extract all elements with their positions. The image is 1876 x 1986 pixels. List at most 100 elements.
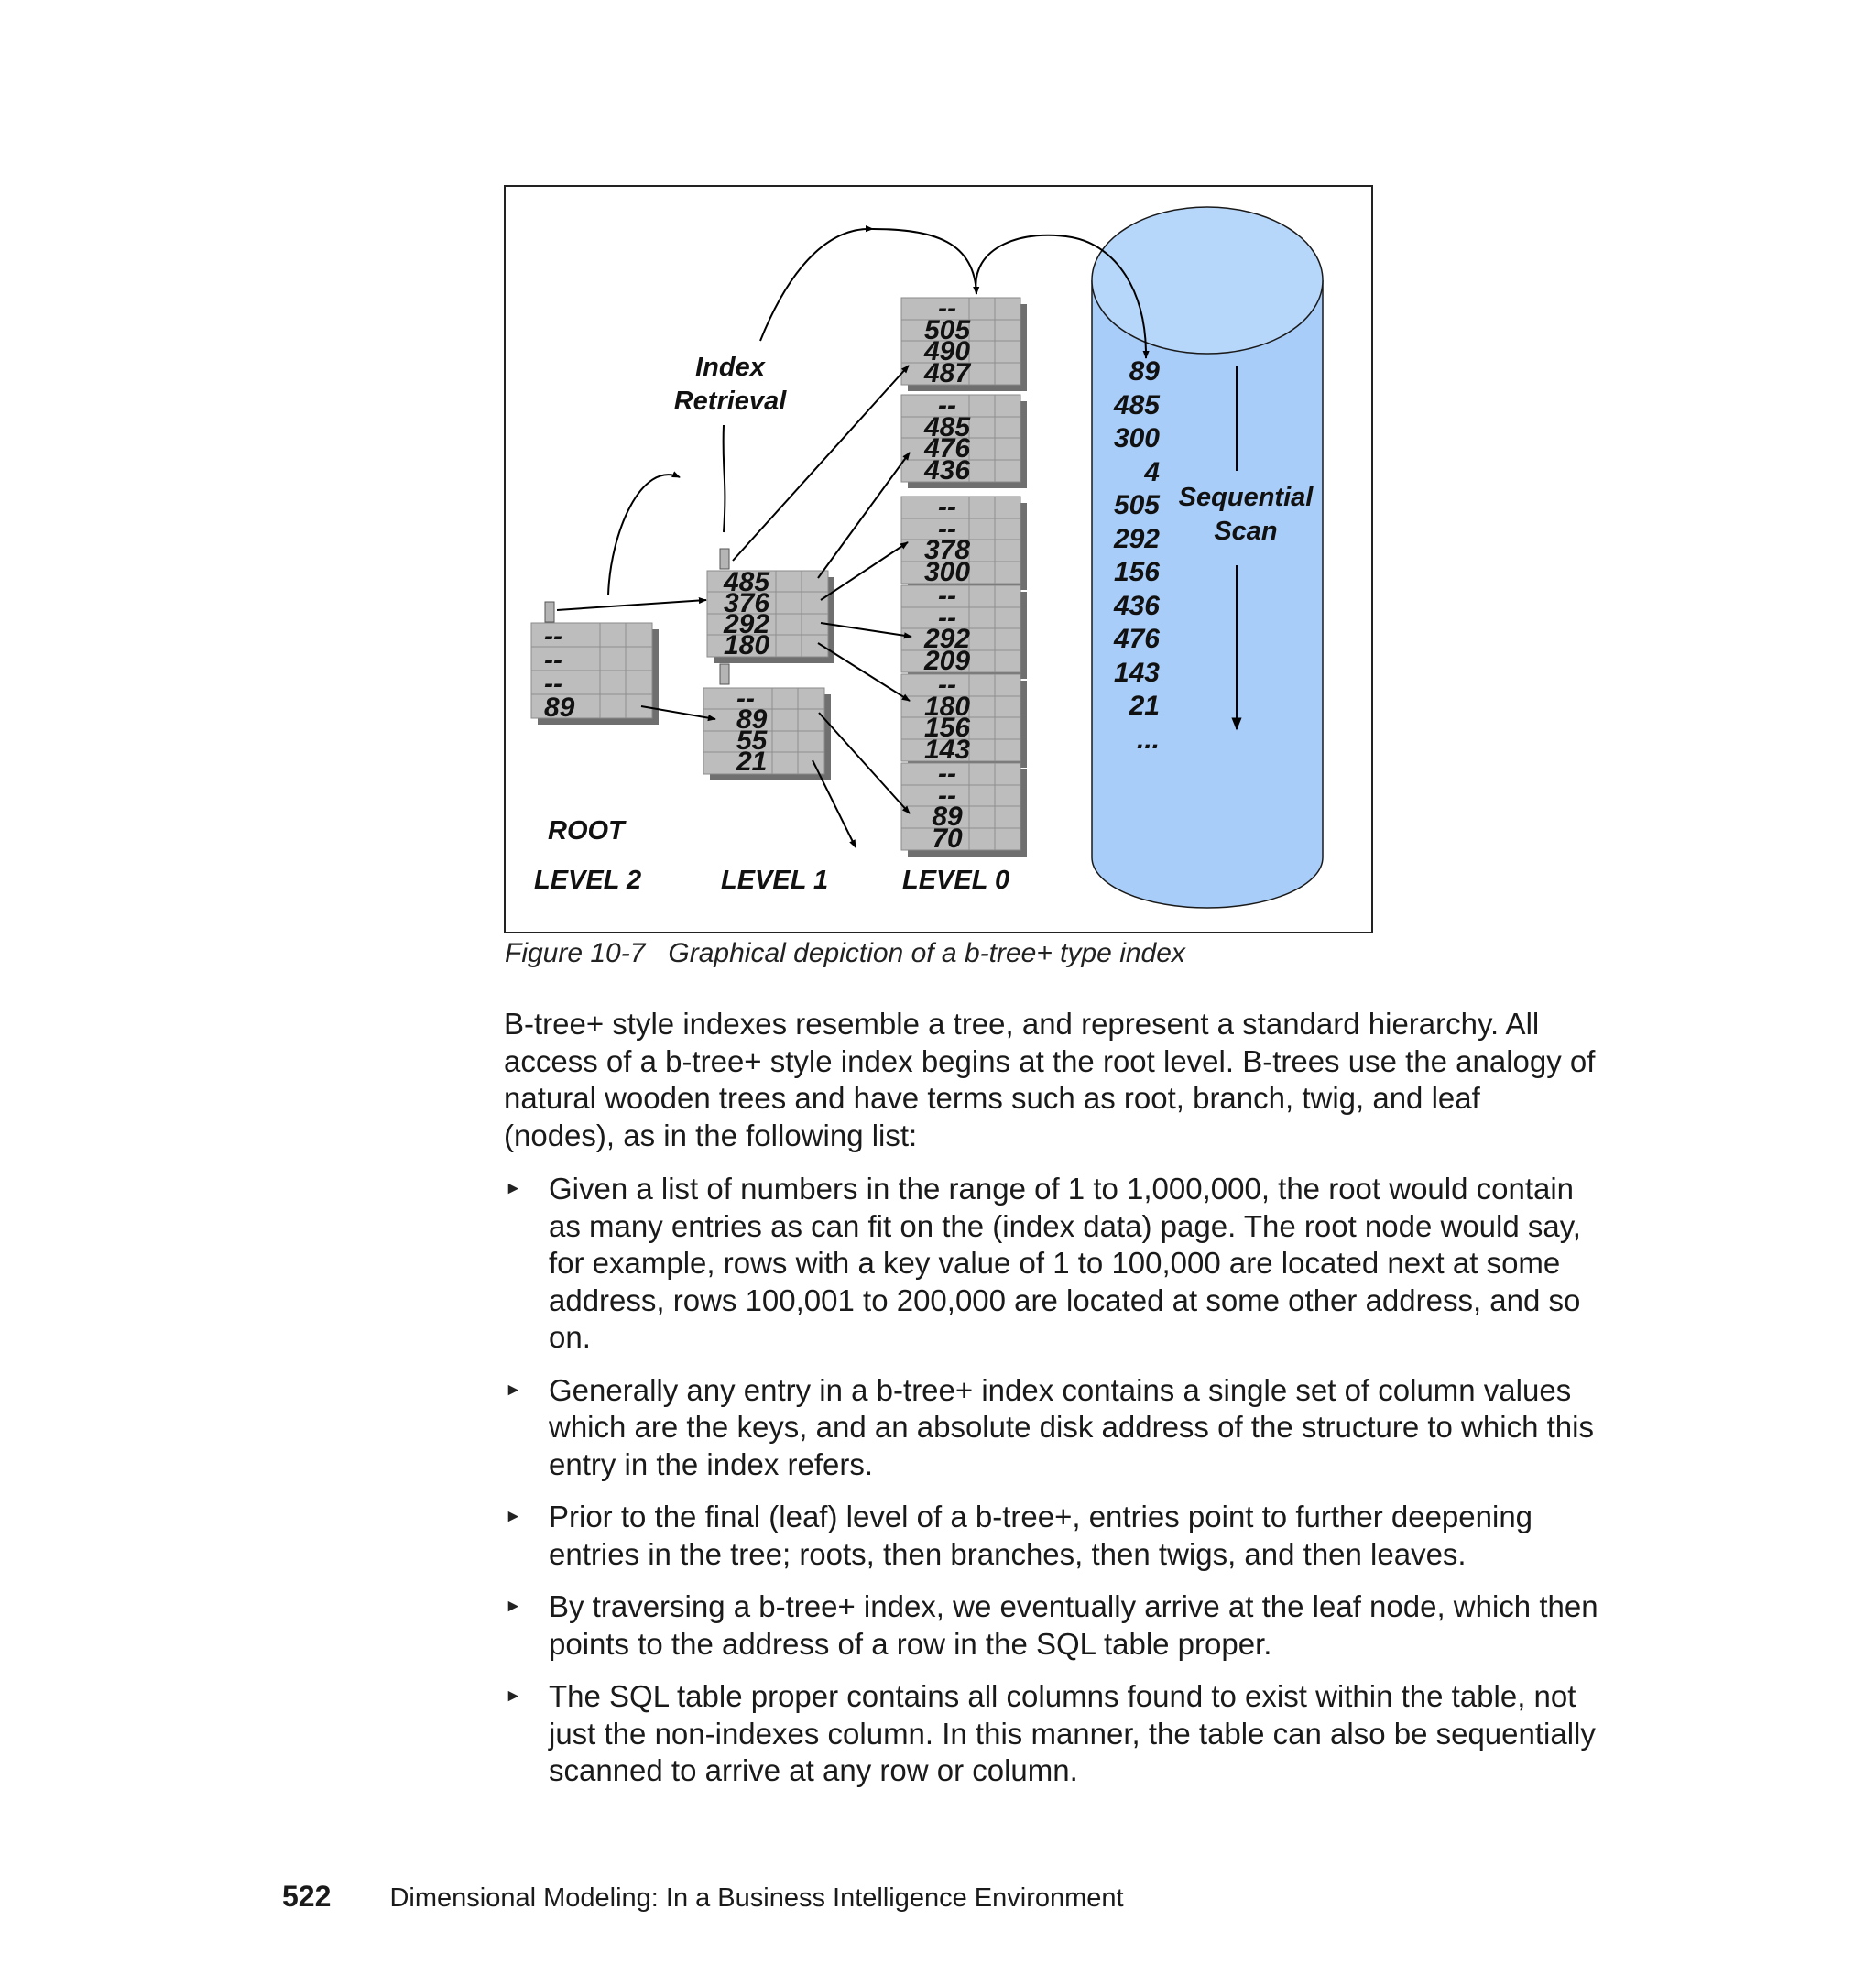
level-label: LEVEL 1 [721, 866, 828, 895]
node-key: -- [938, 492, 956, 522]
level0-node: -- 180 156 143 [900, 670, 1027, 768]
node-key: -- [938, 390, 956, 420]
bullet-arrow-icon: ► [505, 1597, 522, 1616]
node-key: 378 [924, 535, 970, 565]
cylinder-body [1091, 280, 1324, 909]
table-value: 4 [1143, 457, 1160, 487]
node-key: 180 [924, 692, 970, 722]
level-label: LEVEL 0 [902, 866, 1009, 895]
node-key: -- [544, 669, 562, 699]
level0-node: -- -- 378 300 [900, 492, 1027, 590]
root-node: -- -- -- 89 [530, 601, 659, 725]
node-key: -- [938, 293, 956, 323]
level1-node: 485 376 292 180 [706, 548, 834, 663]
list-item: ► Generally any entry in a b-tree+ index… [504, 1372, 1598, 1484]
level0-node: -- 505 490 487 [900, 293, 1027, 391]
table-value: 505 [1114, 490, 1161, 520]
node-key: 89 [544, 693, 575, 723]
table-value: 143 [1114, 658, 1160, 688]
node-tab [719, 548, 730, 570]
node-key: -- [544, 621, 562, 651]
list-item-text: Given a list of numbers in the range of … [549, 1172, 1581, 1354]
curved-arrow [607, 471, 681, 596]
node-key: -- [544, 645, 562, 675]
list-item-text: The SQL table proper contains all column… [549, 1679, 1596, 1787]
node-key: -- [938, 603, 956, 633]
node-key: 487 [923, 358, 971, 388]
page-number: 522 [282, 1880, 332, 1913]
node-key: 292 [923, 624, 970, 654]
level0-node: -- -- 89 70 [900, 758, 1027, 857]
node-key: -- [736, 683, 755, 714]
table-value: 485 [1113, 390, 1161, 420]
node-key: 505 [924, 315, 971, 345]
node-key: 70 [932, 824, 963, 854]
node-key: 476 [923, 433, 970, 464]
node-key: 156 [924, 713, 970, 743]
node-key: 180 [724, 630, 769, 660]
sequential-scan-label: Scan [1214, 517, 1277, 546]
node-key: -- [938, 780, 956, 811]
index-retrieval-label: Retrieval [674, 387, 787, 416]
curved-line [722, 424, 726, 533]
node-key: 485 [723, 567, 770, 597]
arrow [732, 365, 910, 562]
node-key: -- [938, 514, 956, 544]
node-key: 292 [723, 609, 769, 639]
node-key: -- [938, 581, 956, 611]
bullet-list: ► Given a list of numbers in the range o… [504, 1171, 1598, 1806]
node-key: 209 [923, 646, 970, 676]
list-item-text: Generally any entry in a b-tree+ index c… [549, 1372, 1594, 1481]
node-key: -- [938, 758, 956, 789]
node-key: 89 [736, 704, 768, 735]
arrow [817, 452, 911, 579]
bullet-arrow-icon: ► [505, 1686, 522, 1706]
intro-paragraph: B-tree+ style indexes resemble a tree, a… [504, 1007, 1596, 1152]
level1-node: -- 89 55 21 [703, 663, 831, 780]
bullet-arrow-icon: ► [505, 1380, 522, 1400]
book-title: Dimensional Modeling: In a Business Inte… [389, 1883, 1124, 1913]
sequential-scan: Sequential Scan [1179, 366, 1314, 731]
bullet-arrow-icon: ► [505, 1179, 522, 1198]
node-key: 436 [923, 455, 970, 486]
table-value: 300 [1114, 423, 1160, 453]
level-label: LEVEL 2 [534, 866, 641, 895]
node-tab [719, 663, 730, 685]
curved-arrow [872, 228, 980, 295]
node-key: 300 [924, 557, 970, 587]
figure-caption: Figure 10-7 Graphical depiction of a b-t… [505, 938, 1185, 968]
table-value: 156 [1114, 557, 1160, 587]
arrow [820, 541, 909, 601]
list-item-text: By traversing a b-tree+ index, we eventu… [549, 1589, 1598, 1661]
list-item: ► Given a list of numbers in the range o… [504, 1171, 1598, 1357]
arrow [812, 759, 856, 848]
node-tab [544, 601, 555, 623]
list-item: ► The SQL table proper contains all colu… [504, 1678, 1598, 1790]
arrow [556, 596, 707, 611]
node-key: 143 [924, 735, 970, 765]
page-footer: 522 Dimensional Modeling: In a Business … [282, 1880, 1124, 1914]
table-value: 292 [1113, 524, 1160, 554]
arrow [820, 622, 912, 639]
node-key: 21 [736, 747, 767, 777]
btree-figure: 89 485 300 4 505 292 156 436 476 143 21 … [504, 185, 1374, 934]
list-item: ► Prior to the final (leaf) level of a b… [504, 1499, 1598, 1573]
node-key: 485 [923, 412, 971, 442]
table-value: 89 [1129, 356, 1161, 387]
node-key: 55 [736, 726, 769, 756]
list-item-text: Prior to the final (leaf) level of a b-t… [549, 1500, 1533, 1571]
table-cylinder [1091, 206, 1324, 909]
table-value: 436 [1113, 591, 1160, 621]
node-key: 89 [932, 802, 963, 832]
pointer-arrows [556, 365, 912, 848]
node-key: -- [938, 670, 956, 700]
table-values: 89 485 300 4 505 292 156 436 476 143 21 … [1113, 356, 1161, 755]
btree-diagram: 89 485 300 4 505 292 156 436 476 143 21 … [504, 185, 1373, 933]
root-label: ROOT [548, 816, 627, 846]
list-item: ► By traversing a b-tree+ index, we even… [504, 1588, 1598, 1663]
level0-node: -- -- 292 209 [900, 581, 1027, 679]
bullet-arrow-icon: ► [505, 1507, 522, 1526]
arrow [640, 705, 716, 722]
curved-arrow [759, 225, 874, 342]
node-key: 490 [923, 336, 970, 366]
